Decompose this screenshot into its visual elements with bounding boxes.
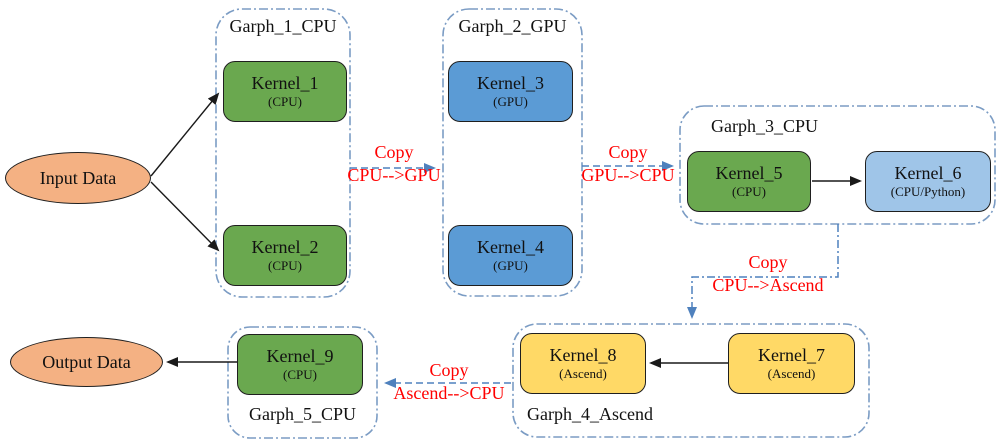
kernel-3-device: (GPU) xyxy=(493,94,528,110)
group-outline-garph4 xyxy=(512,323,870,438)
input-data-node: Input Data xyxy=(5,152,151,204)
kernel-5-device: (CPU) xyxy=(732,184,766,200)
kernel-4-name: Kernel_4 xyxy=(477,237,544,258)
kernel-9-device: (CPU) xyxy=(283,367,317,383)
kernel-4-node: Kernel_4 (GPU) xyxy=(448,225,573,286)
kernel-2-device: (CPU) xyxy=(268,258,302,274)
kernel-1-node: Kernel_1 (CPU) xyxy=(223,61,347,122)
kernel-7-node: Kernel_7 (Ascend) xyxy=(728,333,855,394)
group-label-garph4: Garph_4_Ascend xyxy=(527,404,653,424)
kernel-1-device: (CPU) xyxy=(268,94,302,110)
group-label-garph2: Garph_2_GPU xyxy=(458,16,567,36)
input-data-label: Input Data xyxy=(39,167,117,188)
kernel-1-name: Kernel_1 xyxy=(251,73,319,94)
copy-route: CPU-->GPU xyxy=(347,165,441,185)
copy-route: CPU-->Ascend xyxy=(712,275,824,295)
copy-label-ascend-cpu: Copy Ascend-->CPU xyxy=(386,359,512,405)
group-outline-garph5 xyxy=(227,326,378,439)
copy-route: Ascend-->CPU xyxy=(393,383,505,403)
kernel-5-name: Kernel_5 xyxy=(715,163,783,184)
group-outline-garph1 xyxy=(215,8,351,298)
kernel-6-name: Kernel_6 xyxy=(894,163,962,184)
copy-action: Copy xyxy=(748,252,788,272)
group-label-garph1: Garph_1_CPU xyxy=(229,16,337,36)
copy-action: Copy xyxy=(429,360,469,380)
kernel-5-node: Kernel_5 (CPU) xyxy=(687,151,811,212)
kernel-8-name: Kernel_8 xyxy=(549,345,617,366)
kernel-6-device: (CPU/Python) xyxy=(890,184,966,200)
kernel-4-device: (GPU) xyxy=(493,258,528,274)
kernel-8-node: Kernel_8 (Ascend) xyxy=(520,333,646,394)
kernel-8-device: (Ascend) xyxy=(559,366,607,382)
kernel-7-name: Kernel_7 xyxy=(758,345,825,366)
input-to-kernel1-arrow xyxy=(150,92,220,177)
copy-cpu-to-ascend-arrow xyxy=(687,224,839,319)
group-outline-garph2 xyxy=(442,8,583,297)
kernel-3-name: Kernel_3 xyxy=(477,73,544,94)
input-to-kernel2-arrow xyxy=(150,181,220,252)
kernel-3-node: Kernel_3 (GPU) xyxy=(448,61,573,122)
kernel-9-name: Kernel_9 xyxy=(266,346,334,367)
kernel-7-device: (Ascend) xyxy=(767,366,816,382)
output-data-label: Output Data xyxy=(42,351,131,372)
group-label-garph3: Garph_3_CPU xyxy=(711,116,818,136)
kernel-2-name: Kernel_2 xyxy=(251,237,319,258)
kernel-2-node: Kernel_2 (CPU) xyxy=(223,225,347,286)
kernel-6-node: Kernel_6 (CPU/Python) xyxy=(865,151,991,212)
copy-label-cpu-ascend: Copy CPU-->Ascend xyxy=(694,251,842,297)
copy-action: Copy xyxy=(608,142,648,162)
copy-action: Copy xyxy=(374,142,414,162)
group-label-garph5: Garph_5_CPU xyxy=(249,404,356,424)
output-data-node: Output Data xyxy=(10,337,163,387)
copy-route: GPU-->CPU xyxy=(581,165,675,185)
kernel-9-node: Kernel_9 (CPU) xyxy=(237,334,363,395)
copy-label-cpu-gpu: Copy CPU-->GPU xyxy=(333,141,455,187)
copy-label-gpu-cpu: Copy GPU-->CPU xyxy=(570,141,686,187)
